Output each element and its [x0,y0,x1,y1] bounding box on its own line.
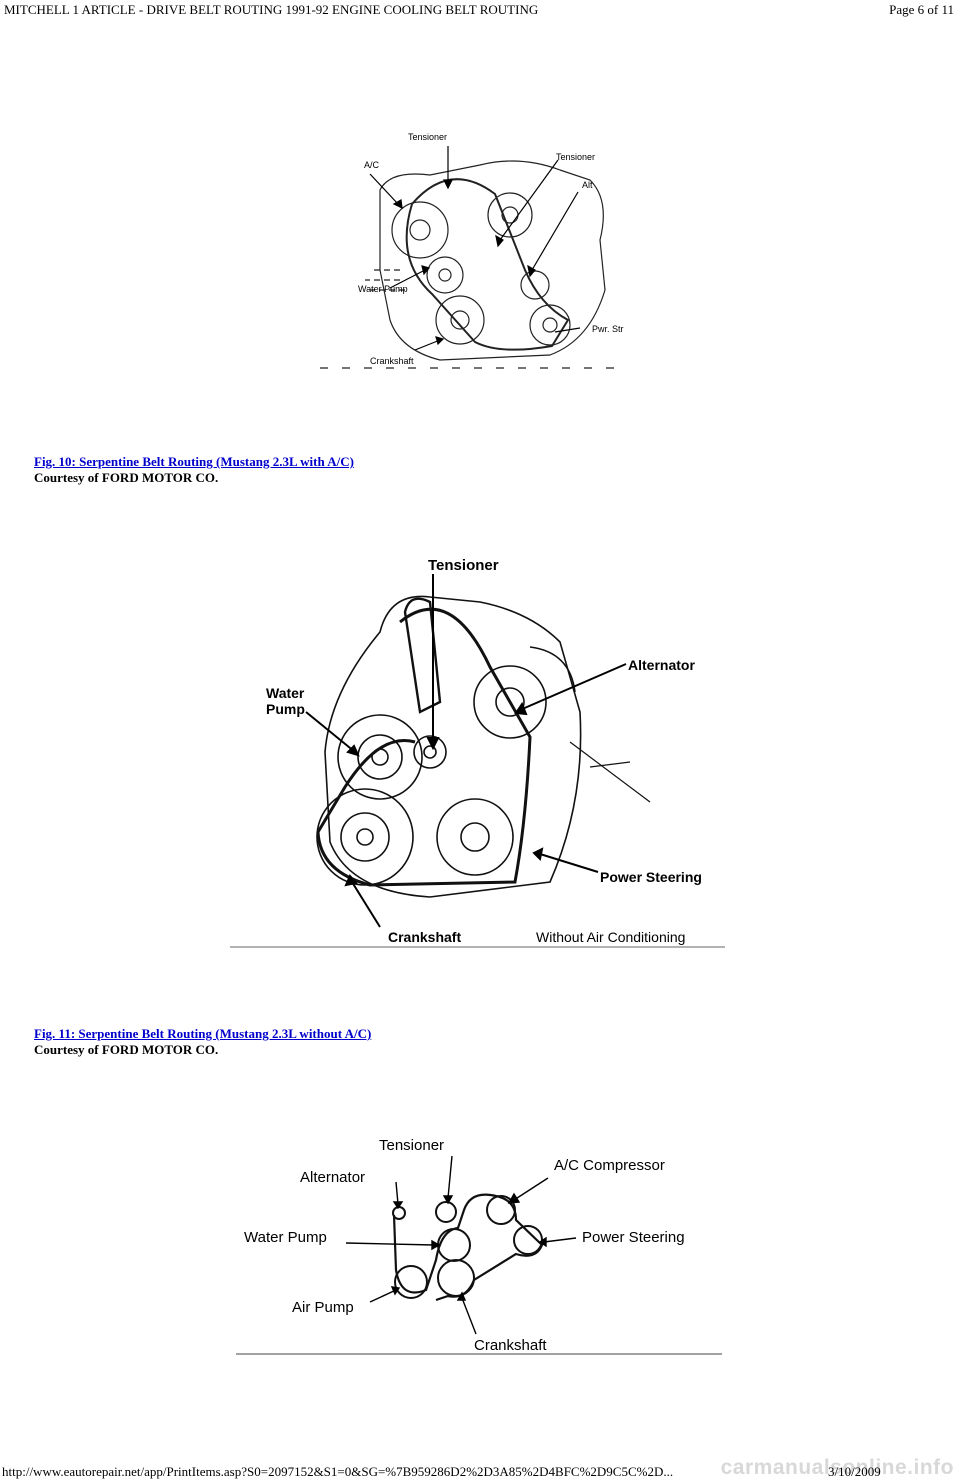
air-pump-pulley [394,1265,428,1299]
label-tensioner-top: Tensioner [408,132,447,142]
label-ac-compressor: A/C Compressor [554,1157,665,1174]
figure-10-link[interactable]: Fig. 10: Serpentine Belt Routing (Mustan… [34,454,354,469]
label-alt: Alt [582,180,593,190]
watermark: carmanualsonline.info [720,1456,954,1479]
tensioner-pulley [435,1201,457,1223]
label-tensioner: Tensioner [379,1137,444,1154]
figure-11-link[interactable]: Fig. 11: Serpentine Belt Routing (Mustan… [34,1026,372,1041]
label-pump: Pump [266,701,305,717]
figure-11-caption[interactable]: Fig. 11: Serpentine Belt Routing (Mustan… [34,1026,371,1041]
water-pump-pulley [437,1228,471,1262]
label-water: Water [266,685,305,701]
label-water-pump: Water Pump [358,284,408,294]
label-crankshaft: Crankshaft [388,929,461,945]
label-tensioner: Tensioner [428,557,499,574]
figure-10-courtesy: Courtesy of FORD MOTOR CO. [34,470,219,485]
article-title: MITCHELL 1 ARTICLE - DRIVE BELT ROUTING … [4,2,539,17]
label-alternator: Alternator [628,657,695,673]
figure-10-caption[interactable]: Fig. 10: Serpentine Belt Routing (Mustan… [34,454,354,469]
label-water-pump: Water Pump [244,1229,327,1246]
page-number: Page 6 of 11 [889,2,954,17]
label-power-steering: Power Steering [600,869,702,885]
label-without-ac: Without Air Conditioning [536,929,685,945]
figure-12-diagram: Tensioner Alternator A/C Compressor Wate… [236,1137,722,1355]
label-ac: A/C [364,160,380,170]
label-crankshaft: Crankshaft [370,356,414,366]
label-air-pump: Air Pump [292,1299,354,1316]
label-tensioner-right: Tensioner [556,152,595,162]
footer-date: 3/10/2009 [828,1464,881,1479]
label-crankshaft: Crankshaft [474,1337,547,1354]
figure-10-illustration: Tensioner A/C Tensioner Alt Water Pump P… [320,132,624,369]
label-power-steering: Power Steering [582,1229,685,1246]
figure-11-illustration: Tensioner Alternator Water Pump Power St… [230,557,725,948]
footer-url: http://www.eautorepair.net/app/PrintItem… [2,1464,674,1479]
label-pwr-str: Pwr. Str [592,324,624,334]
label-alternator: Alternator [300,1169,365,1186]
figure-11-courtesy: Courtesy of FORD MOTOR CO. [34,1042,219,1057]
